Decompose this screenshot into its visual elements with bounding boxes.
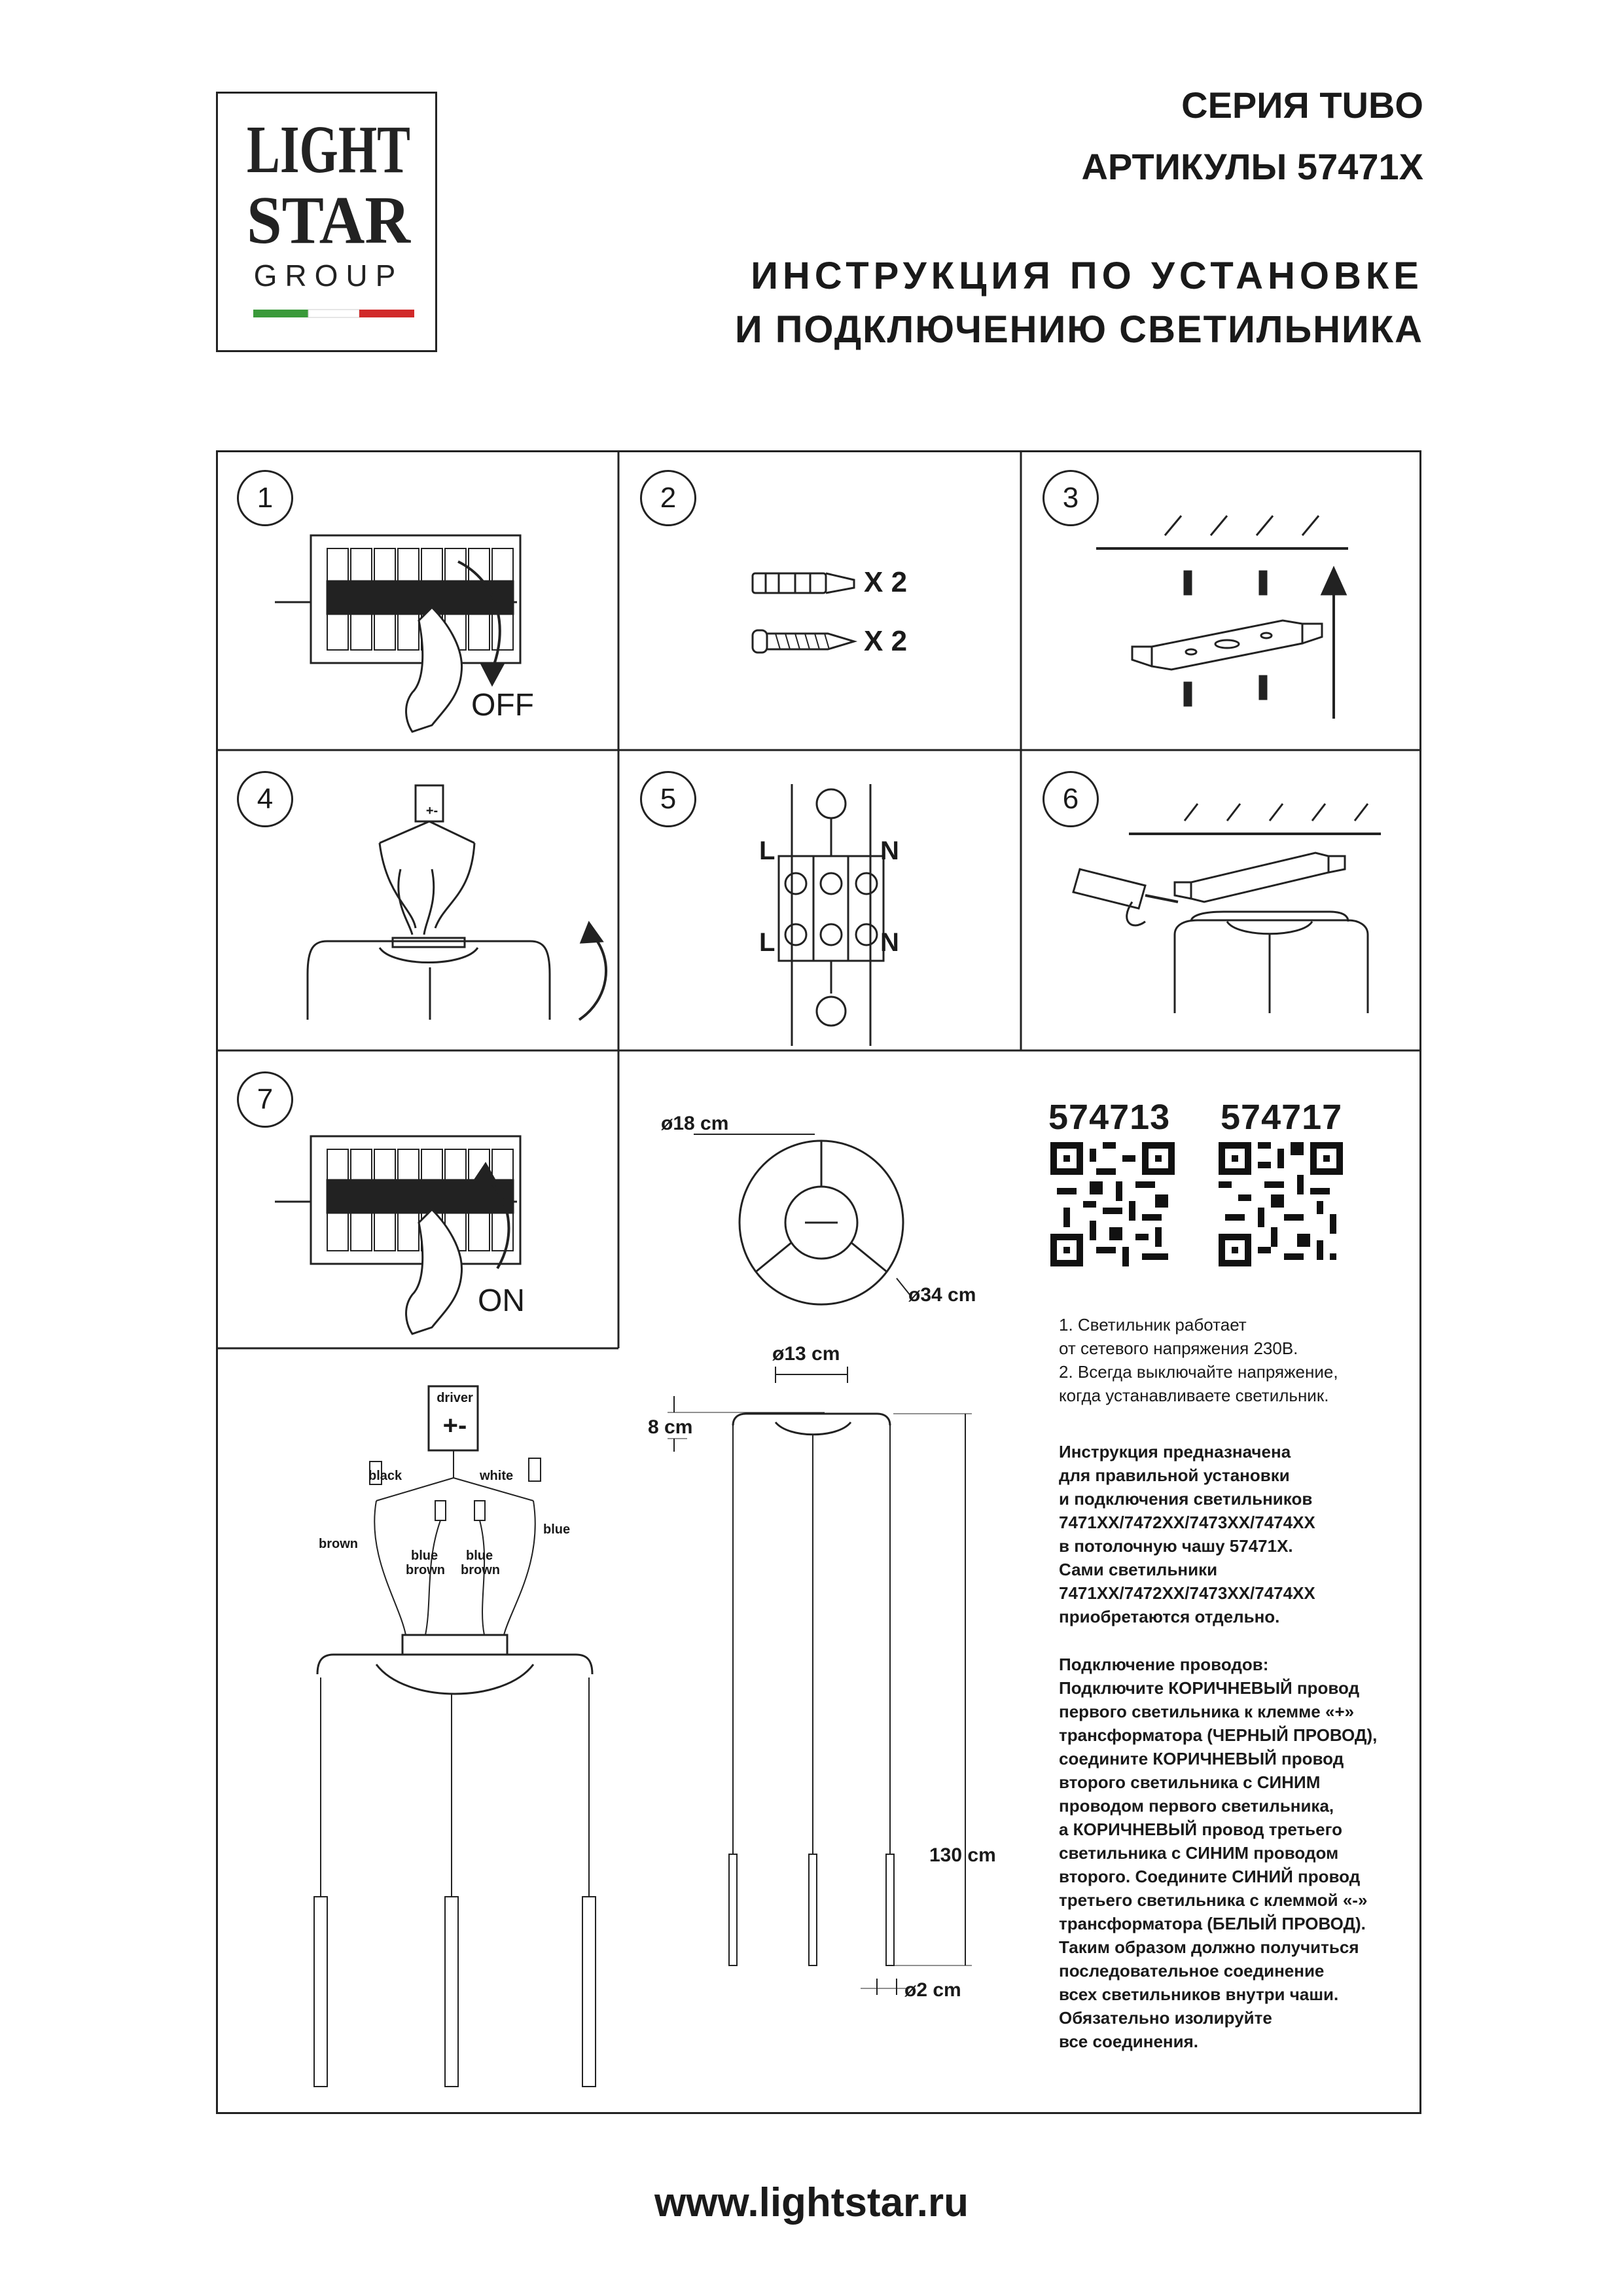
- step-number-3: 3: [1043, 470, 1099, 526]
- logo-graphic: LIGHT STAR GROUP: [247, 112, 414, 318]
- step-number-5: 5: [640, 771, 696, 827]
- step4-driver-polarity: +-: [425, 804, 438, 818]
- step7-caption-on: ON: [478, 1283, 525, 1318]
- step-number-6: 6: [1043, 771, 1099, 827]
- instruction-grid: [216, 450, 1421, 2114]
- flag-white: [308, 309, 360, 318]
- note-line: первого светильника к клемме «+»: [1059, 1702, 1355, 1721]
- notes-plain: 1. Светильник работает от сетевого напря…: [1059, 1313, 1412, 1407]
- note-line: второго светильника с СИНИМ: [1059, 1772, 1321, 1792]
- dim-total-length: 130 cm: [929, 1844, 996, 1866]
- note-line: последовательное соединение: [1059, 1961, 1325, 1981]
- brand-logo: LIGHT STAR GROUP: [216, 92, 437, 352]
- note-line: 2. Всегда выключайте напряжение,: [1059, 1362, 1338, 1382]
- note-line: Таким образом должно получиться: [1059, 1937, 1359, 1957]
- note-line: всех светильников внутри чаши.: [1059, 1984, 1339, 2004]
- logo-line2: STAR: [247, 183, 412, 258]
- note-line: третьего светильника с клеммой «-»: [1059, 1890, 1368, 1910]
- note-line: Обязательно изолируйте: [1059, 2008, 1272, 2028]
- note-line: Подключите КОРИЧНЕВЫЙ провод: [1059, 1678, 1360, 1698]
- note-line: Сами светильники: [1059, 1560, 1218, 1579]
- qr-code-label-574713: 574713: [1048, 1098, 1171, 1137]
- dim-cup-diameter: ø13 cm: [772, 1343, 840, 1365]
- note-line: а КОРИЧНЕВЫЙ провод третьего: [1059, 1820, 1342, 1839]
- note-line: и подключения светильников: [1059, 1489, 1313, 1509]
- flag-green: [253, 310, 308, 317]
- note-line: для правильной установки: [1059, 1465, 1290, 1485]
- wiring-black: black: [368, 1469, 402, 1483]
- terminal-label-n-top: N: [880, 836, 899, 865]
- series-title: СЕРИЯ TUBO: [1181, 84, 1423, 126]
- breaker-on-illustration: [275, 1135, 522, 1335]
- wiring-white: white: [480, 1469, 514, 1483]
- notes-purpose: Инструкция предназначена для правильной …: [1059, 1440, 1412, 1628]
- step-number-1: 1: [237, 470, 293, 526]
- anchor-quantity: X 2: [864, 566, 908, 598]
- note-line: трансформатора (БЕЛЫЙ ПРОВОД).: [1059, 1914, 1366, 1933]
- note-line: 7471XX/7472XX/7473XX/7474XX: [1059, 1513, 1315, 1532]
- note-line: в потолочную чашу 57471X.: [1059, 1536, 1293, 1556]
- dim-canopy-inner: ø18 cm: [661, 1113, 729, 1134]
- wiring-brown-1: brown: [406, 1563, 445, 1577]
- instruction-title-line2: И ПОДКЛЮЧЕНИЮ СВЕТИЛЬНИКА: [734, 308, 1423, 351]
- terminal-label-l-top: L: [759, 836, 776, 865]
- note-line: Инструкция предназначена: [1059, 1442, 1291, 1462]
- note-line: трансформатора (ЧЕРНЫЙ ПРОВОД),: [1059, 1725, 1378, 1745]
- note-line: от сетевого напряжения 230В.: [1059, 1338, 1298, 1358]
- note-line: 1. Светильник работает: [1059, 1315, 1247, 1335]
- dim-tube-diameter: ø2 cm: [904, 1979, 961, 2001]
- note-line: второго. Соедините СИНИЙ провод: [1059, 1867, 1361, 1886]
- note-line: соедините КОРИЧНЕВЫЙ провод: [1059, 1749, 1344, 1768]
- wiring-blue-right: blue: [543, 1522, 571, 1537]
- flag-red: [359, 310, 414, 317]
- wiring-driver-polarity: +-: [442, 1411, 467, 1440]
- instruction-illustrations: [216, 450, 1421, 2087]
- note-line: приобретаются отдельно.: [1059, 1607, 1280, 1626]
- screwdriver-illustration: [1072, 803, 1381, 1013]
- side-view-dimensions: [668, 1367, 972, 1995]
- breaker-off-illustration: [275, 534, 522, 733]
- qr-code-574717[interactable]: [1219, 1142, 1343, 1266]
- website-link[interactable]: www.lightstar.ru: [654, 2180, 969, 2225]
- note-line: светильника с СИНИМ проводом: [1059, 1843, 1339, 1863]
- terminal-label-n-bottom: N: [880, 928, 899, 957]
- dim-canopy-outer: ø34 cm: [908, 1284, 976, 1306]
- wiring-driver-label: driver: [437, 1391, 473, 1405]
- terminal-block-illustration: [777, 784, 885, 1046]
- wiring-brown-left: brown: [319, 1537, 358, 1551]
- step-number-4: 4: [237, 771, 293, 827]
- qr-code-label-574717: 574717: [1221, 1098, 1343, 1137]
- step-number-2: 2: [640, 470, 696, 526]
- anchor-screw-illustration: [751, 572, 858, 654]
- note-line: Подключение проводов:: [1059, 1655, 1269, 1674]
- wiring-small-illustration: [306, 784, 607, 1021]
- note-line: когда устанавливаете светильник.: [1059, 1386, 1329, 1405]
- wiring-brown-2: brown: [461, 1563, 500, 1577]
- step-number-7: 7: [237, 1071, 293, 1128]
- dim-cup-height: 8 cm: [648, 1416, 693, 1438]
- bracket-mount-illustration: [1096, 515, 1348, 719]
- terminal-label-l-bottom: L: [759, 928, 776, 957]
- logo-line3: GROUP: [254, 259, 404, 293]
- wiring-diagram: [313, 1385, 596, 2087]
- articles-title: АРТИКУЛЫ 57471X: [1081, 146, 1423, 187]
- logo-line1: LIGHT: [247, 112, 410, 187]
- step1-caption-off: OFF: [471, 688, 534, 723]
- note-line: все соединения.: [1059, 2032, 1199, 2051]
- wiring-blue-1: blue: [411, 1549, 438, 1563]
- note-line: 7471XX/7472XX/7473XX/7474XX: [1059, 1583, 1315, 1603]
- instruction-title-line1: ИНСТРУКЦИЯ ПО УСТАНОВКЕ: [751, 255, 1423, 297]
- canopy-top-view: [694, 1134, 910, 1306]
- notes-connection: Подключение проводов: Подключите КОРИЧНЕ…: [1059, 1653, 1412, 2053]
- screw-quantity: X 2: [864, 625, 908, 657]
- note-line: проводом первого светильника,: [1059, 1796, 1334, 1816]
- qr-code-574713[interactable]: [1050, 1142, 1175, 1266]
- wiring-blue-2: blue: [466, 1549, 493, 1563]
